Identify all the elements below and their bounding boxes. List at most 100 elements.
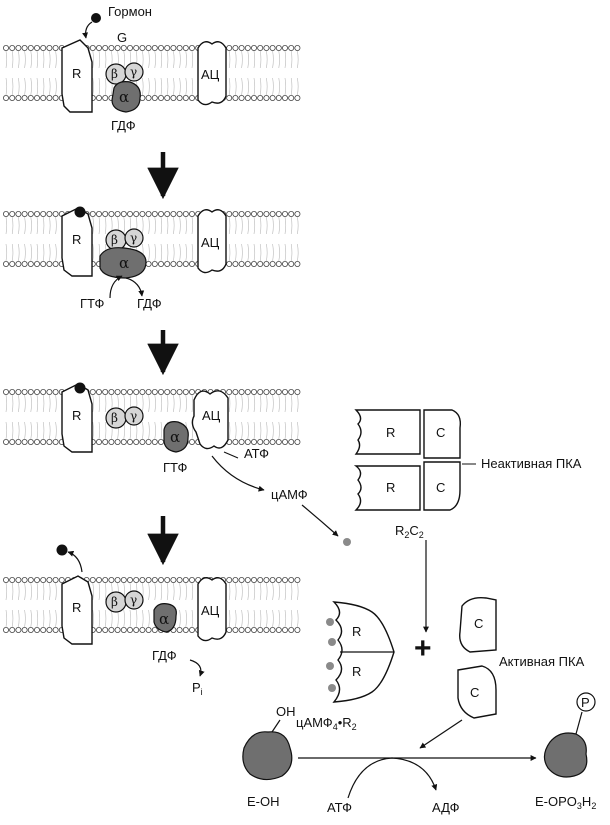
beta-label: β xyxy=(111,233,118,247)
lipid-head xyxy=(34,95,41,102)
lipid-head xyxy=(102,388,109,395)
lipid-tail xyxy=(18,243,20,262)
lipid-head xyxy=(34,210,41,217)
lipid-tail xyxy=(179,609,181,628)
lipid-head xyxy=(21,210,28,217)
lipid-head xyxy=(3,438,9,445)
lipid-tail xyxy=(290,77,293,96)
lipid-head xyxy=(21,388,28,395)
lipid-tail xyxy=(104,50,107,69)
lipid-head xyxy=(238,210,245,217)
lipid-head xyxy=(120,627,127,634)
lipid-head xyxy=(275,95,282,102)
lipid-head xyxy=(114,627,121,634)
lipid-head xyxy=(102,45,109,52)
lipid-head xyxy=(269,627,276,634)
lipid-head xyxy=(244,388,251,395)
lipid-head xyxy=(133,627,140,634)
lipid-tail xyxy=(290,394,293,413)
lipid-head xyxy=(9,95,16,102)
lipid-tail xyxy=(36,394,39,413)
lipid-head xyxy=(3,627,9,634)
lipid-head xyxy=(96,627,103,634)
lipid-tail xyxy=(290,216,293,235)
lipid-head xyxy=(238,577,245,584)
lipid-tail xyxy=(284,394,287,413)
lipid-head xyxy=(40,627,47,634)
lipid-tail xyxy=(235,609,237,628)
hormone-binding-arrow xyxy=(82,21,93,39)
lipid-tail xyxy=(148,609,150,628)
lipid-tail xyxy=(160,394,163,413)
lipid-tail xyxy=(235,582,237,601)
lipid-tail xyxy=(98,77,101,96)
lipid-head xyxy=(257,210,264,217)
lipid-tail xyxy=(104,394,107,413)
lipid-head xyxy=(108,627,115,634)
lipid-head xyxy=(145,260,152,267)
lipid-tail xyxy=(272,77,274,96)
adenylyl-cyclase xyxy=(191,390,229,450)
gtp-in-arrow xyxy=(109,275,123,299)
lipid-head xyxy=(226,95,233,102)
lipid-tail xyxy=(55,50,57,69)
catalytic-label-bottom: C xyxy=(436,480,445,495)
lipid-tail xyxy=(36,609,39,628)
lipid-head xyxy=(102,577,109,584)
lipid-head xyxy=(164,45,171,52)
lipid-head xyxy=(263,260,270,267)
lipid-tail xyxy=(11,243,14,262)
lipid-tail xyxy=(154,243,156,262)
lipid-head xyxy=(9,388,16,395)
alpha-subunit xyxy=(111,81,141,113)
lipid-tail xyxy=(5,582,8,601)
lipid-head xyxy=(250,627,257,634)
lipid-tail xyxy=(266,77,268,96)
lipid-tail xyxy=(30,609,32,628)
lipid-head xyxy=(157,210,164,217)
lipid-tail xyxy=(247,394,249,413)
beta-label: β xyxy=(111,411,118,425)
camp-molecule xyxy=(343,538,351,546)
lipid-tail xyxy=(247,50,249,69)
lipid-head xyxy=(288,95,295,102)
lipid-head xyxy=(164,210,171,217)
lipid-head xyxy=(157,577,164,584)
lipid-tail xyxy=(18,77,20,96)
lipid-tail xyxy=(272,394,274,413)
lipid-tail xyxy=(49,582,51,601)
panel-2: R β γ α ГТФ ГДФ АЦ xyxy=(61,206,227,311)
pi-label: Pi xyxy=(192,680,203,697)
hormone-release-arrow xyxy=(67,550,83,573)
r2c2-label: R2C2 xyxy=(395,523,424,540)
lipid-head xyxy=(182,627,189,634)
lipid-tail xyxy=(290,421,293,440)
pka-catalytic-subunit-bottom xyxy=(423,461,461,511)
lipid-head xyxy=(288,577,295,584)
lipid-tail xyxy=(18,421,20,440)
lipid-head xyxy=(232,577,239,584)
gamma-subunit xyxy=(124,406,144,426)
lipid-tail xyxy=(235,50,237,69)
lipid-tail xyxy=(259,394,262,413)
lipid-tail xyxy=(42,394,45,413)
lipid-tail xyxy=(278,50,280,69)
lipid-head xyxy=(250,388,257,395)
lipid-tail xyxy=(228,582,231,601)
lipid-head xyxy=(108,438,115,445)
lipid-head xyxy=(263,627,270,634)
lipid-head xyxy=(176,210,183,217)
lipid-head xyxy=(151,45,158,52)
lipid-tail xyxy=(191,582,194,601)
lipid-tail xyxy=(42,609,45,628)
lipid-tail xyxy=(166,216,169,235)
lipid-tail xyxy=(49,609,51,628)
membrane-panel-3 xyxy=(3,388,301,445)
lipid-head xyxy=(96,95,103,102)
lipid-tail xyxy=(166,50,169,69)
gdp-out-arrow xyxy=(125,277,145,297)
gtp-label: ГТФ xyxy=(80,296,105,311)
lipid-head xyxy=(27,95,34,102)
lipid-head xyxy=(232,260,239,267)
lipid-tail xyxy=(160,243,163,262)
